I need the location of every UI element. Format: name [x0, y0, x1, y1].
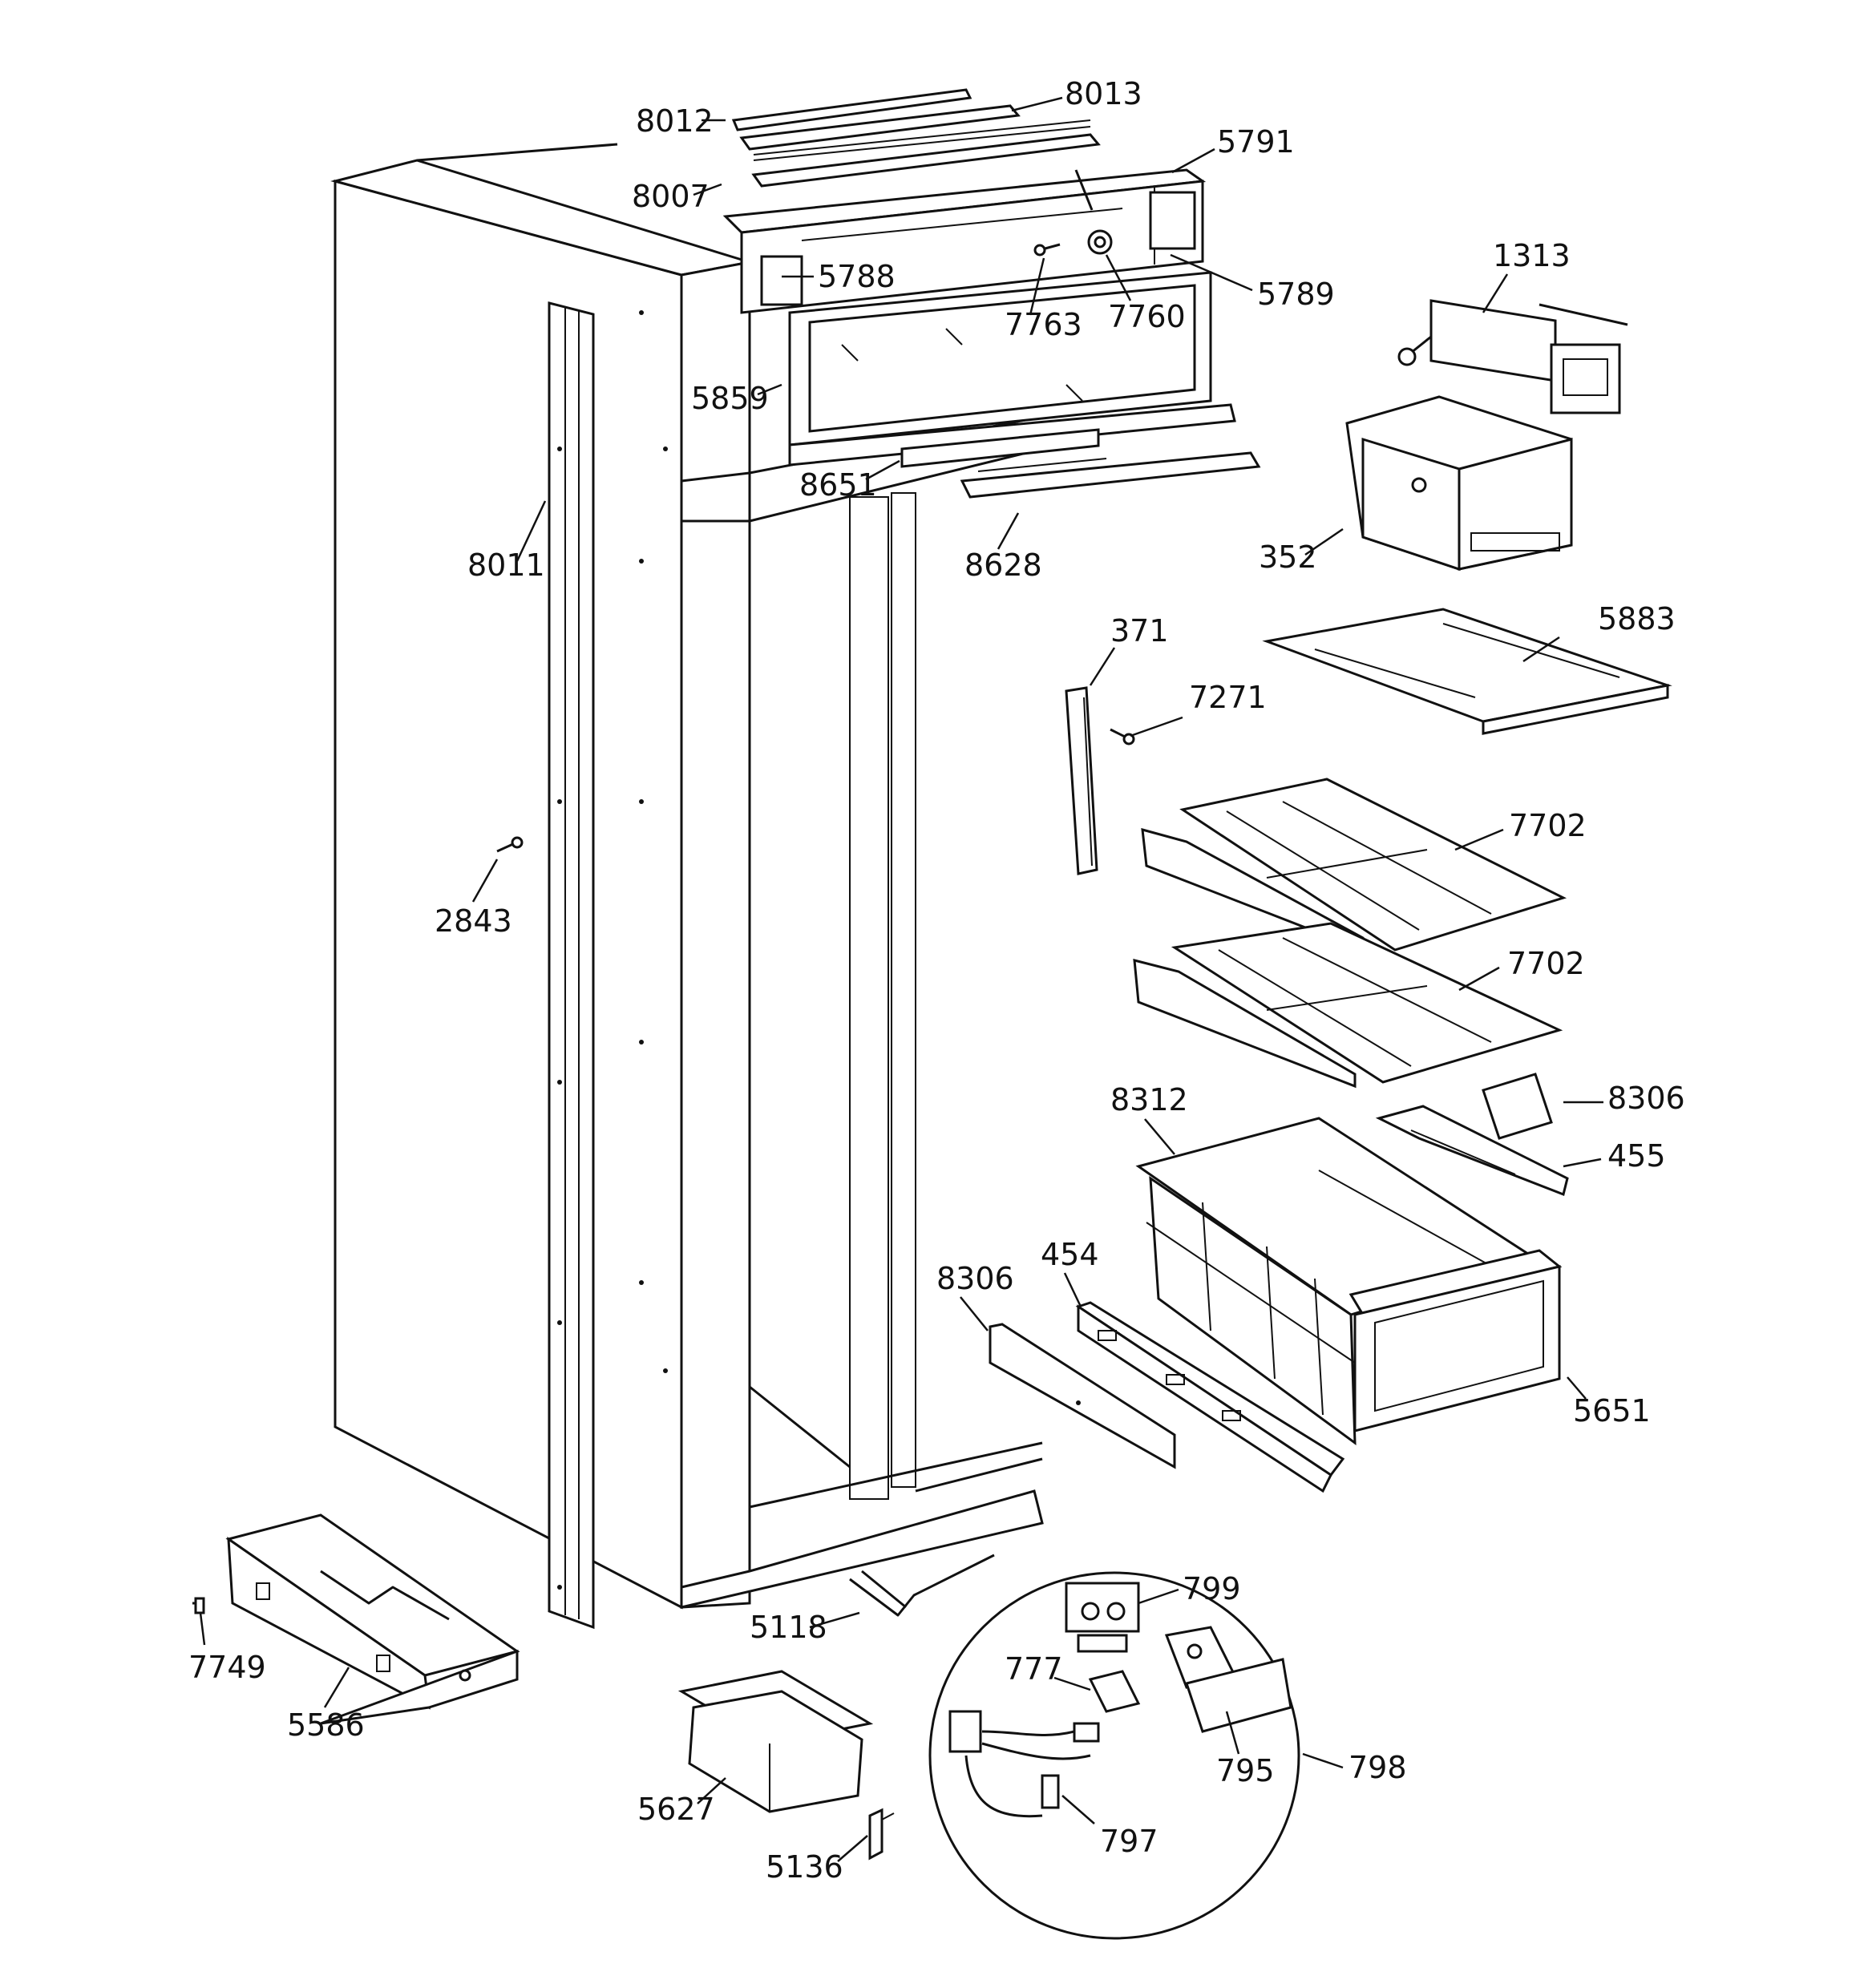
label-part-7749: 7749 — [188, 1650, 266, 1685]
freezer-basket — [1135, 1117, 1539, 1446]
label-part-8628: 8628 — [964, 548, 1042, 583]
label-part-8312: 8312 — [1110, 1082, 1188, 1117]
label-part-5859: 5859 — [691, 381, 769, 416]
label-part-8012: 8012 — [636, 103, 714, 139]
label-part-5627: 5627 — [637, 1792, 715, 1827]
label-part-352: 352 — [1259, 539, 1317, 575]
label-part-5789: 5789 — [1257, 277, 1335, 312]
part-labels: 8012 8013 5791 8007 5788 7763 7760 5789 … — [188, 76, 1685, 1885]
wire-shelf-lower — [1133, 922, 1563, 1089]
label-part-777: 777 — [1005, 1651, 1063, 1687]
label-part-8013: 8013 — [1065, 76, 1142, 111]
label-part-7763: 7763 — [1005, 307, 1082, 342]
label-part-7702-lower: 7702 — [1507, 946, 1585, 981]
label-part-1313: 1313 — [1493, 238, 1571, 273]
label-part-454: 454 — [1041, 1237, 1099, 1272]
label-part-795: 795 — [1216, 1753, 1275, 1788]
lower-small-parts — [677, 1554, 995, 1861]
drawer-slides-left — [989, 1301, 1345, 1493]
label-part-5651: 5651 — [1573, 1393, 1651, 1428]
label-part-5788: 5788 — [818, 259, 896, 294]
label-part-5586: 5586 — [287, 1707, 365, 1743]
light-shield-and-grille — [788, 271, 1261, 499]
water-valve-kit-inset — [928, 1571, 1300, 1940]
label-part-2843: 2843 — [435, 903, 512, 939]
machine-compartment-cover — [192, 1513, 520, 1725]
label-part-8306-right: 8306 — [1607, 1081, 1685, 1116]
label-part-5118: 5118 — [750, 1610, 827, 1645]
leader-lines — [199, 96, 1603, 1862]
label-part-799: 799 — [1183, 1571, 1241, 1606]
label-part-371: 371 — [1110, 613, 1169, 649]
drawer-slides-right — [1375, 1073, 1569, 1197]
label-part-5791: 5791 — [1217, 124, 1295, 160]
wire-shelf-upper — [1141, 778, 1567, 952]
shelf-5883 — [1262, 608, 1672, 735]
label-part-5883: 5883 — [1598, 601, 1676, 636]
label-part-7271: 7271 — [1189, 680, 1267, 715]
drawer-front — [1348, 1249, 1563, 1432]
top-trim-and-control-assembly — [722, 88, 1207, 314]
label-part-8306-left: 8306 — [936, 1261, 1014, 1296]
ice-maker — [1397, 299, 1628, 414]
label-part-798: 798 — [1348, 1750, 1407, 1785]
ice-bucket — [1345, 395, 1573, 572]
label-part-8011: 8011 — [467, 548, 545, 583]
label-part-8007: 8007 — [632, 179, 710, 214]
label-part-7702-upper: 7702 — [1509, 808, 1587, 843]
label-part-8651: 8651 — [799, 467, 877, 503]
label-part-7760: 7760 — [1108, 299, 1186, 334]
label-part-5136: 5136 — [766, 1849, 843, 1885]
shelf-support-371 — [1065, 686, 1135, 875]
label-part-455: 455 — [1607, 1138, 1666, 1174]
label-part-797: 797 — [1100, 1824, 1158, 1859]
